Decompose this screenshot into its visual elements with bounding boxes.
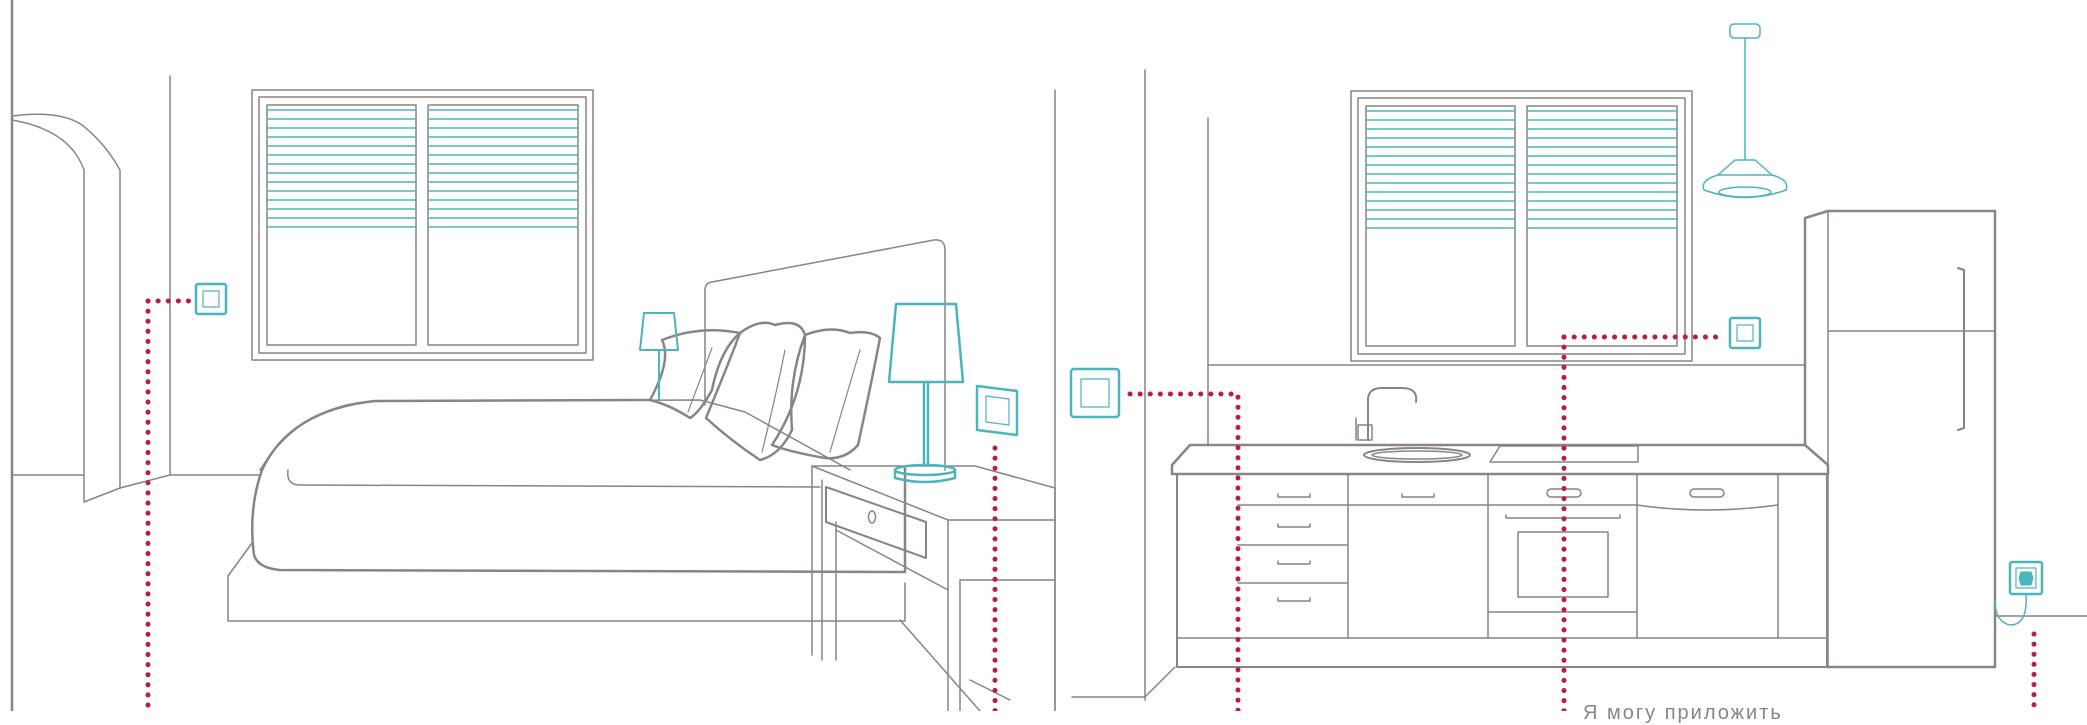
refrigerator	[1805, 211, 1995, 667]
small-lamp	[640, 313, 678, 400]
window-blinds	[1366, 111, 1677, 228]
table-lamp	[889, 304, 963, 482]
wall-switch-kitchen-left[interactable]	[1071, 369, 1119, 417]
wall-switch-bedside[interactable]	[977, 386, 1017, 435]
arched-doorway	[12, 114, 120, 502]
bedroom	[12, 0, 1055, 711]
bed	[228, 400, 905, 621]
sink-faucet	[1356, 388, 1470, 462]
bedside-table	[812, 466, 1055, 711]
wall-switch-kitchen-right[interactable]	[1730, 318, 1760, 348]
wall-switch-bedroom[interactable]	[196, 284, 226, 314]
kitchen	[1072, 24, 2087, 700]
pillows	[650, 323, 880, 460]
headboard	[705, 240, 945, 470]
bedroom-window	[252, 90, 593, 360]
window-blinds	[267, 110, 578, 227]
wire-kitchen-left	[1130, 394, 1238, 711]
kitchen-window	[1351, 91, 1692, 361]
caption-text: Я могу приложить	[1583, 702, 1783, 725]
kitchen-counter	[1172, 445, 1828, 474]
wiring-lines	[148, 301, 2034, 711]
pendant-lamp	[1703, 24, 1786, 198]
lower-cabinets	[1177, 474, 1827, 667]
